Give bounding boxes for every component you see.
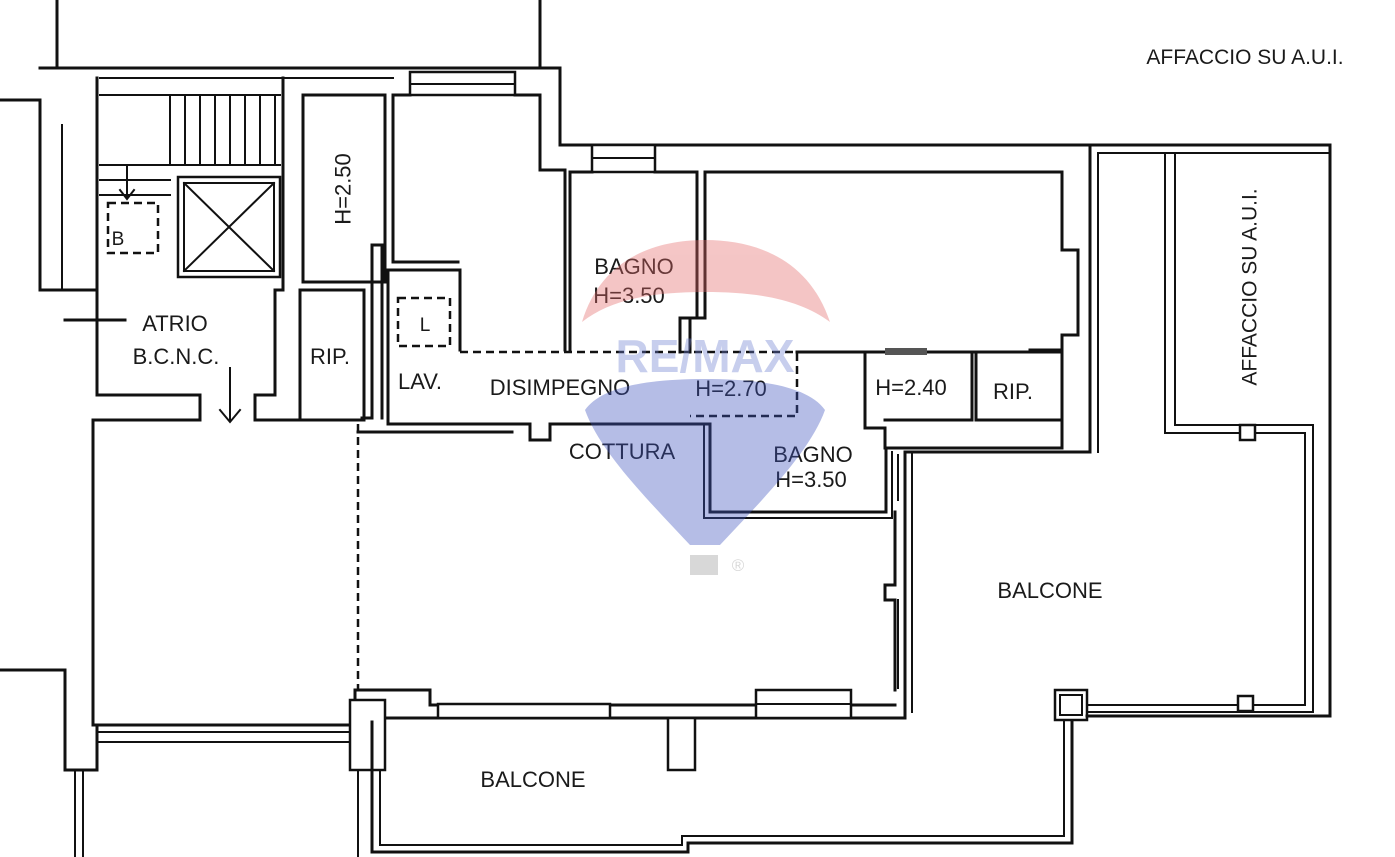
wall-upper-right-left	[688, 170, 707, 354]
label-h250: H=2.50	[331, 153, 356, 225]
pillar-balcony-corner-inner	[1059, 694, 1083, 716]
pillar-balcony-middle	[666, 716, 697, 772]
label-balcone-bottom: BALCONE	[480, 767, 585, 792]
room-bagno-top	[568, 143, 699, 354]
stair-treads-horizontal	[99, 164, 171, 196]
wall-h240-bottom	[883, 350, 974, 422]
label-disimpegno: DISIMPEGNO	[490, 375, 631, 400]
label-balcone-right: BALCONE	[997, 578, 1102, 603]
balcony-bottom	[348, 698, 1074, 857]
wall-outer-top	[38, 66, 1092, 147]
balcony-bottom-inner-rail	[379, 721, 1065, 846]
room-h250	[301, 93, 387, 284]
label-rip-left: RIP.	[310, 344, 350, 369]
wall-bagno-low-inner	[708, 422, 888, 514]
window-living-bottom-left	[436, 702, 612, 720]
label-affaccio-top: AFFACCIO SU A.U.I.	[1146, 46, 1343, 69]
label-lav: LAV.	[398, 369, 442, 394]
label-b-box: B	[112, 229, 125, 250]
wall-apartment-right	[883, 143, 1099, 720]
room-left	[0, 418, 366, 857]
rail-post-upper	[1238, 423, 1257, 442]
stair-arrow	[118, 164, 136, 201]
wall-lav-top	[386, 268, 462, 352]
wall-apartment-right-inner	[884, 348, 1064, 450]
label-cottura: COTTURA	[569, 439, 676, 464]
wall-apartment-right-double	[911, 152, 1099, 713]
room-upper-left	[391, 70, 567, 352]
room-rip-right	[974, 350, 1064, 422]
balloon-bottom-icon	[585, 379, 825, 545]
window-h240	[885, 348, 927, 355]
wall-living-bottom	[356, 688, 897, 707]
label-bagno-top: BAGNO	[594, 254, 673, 279]
balcony-right-outer-frame	[1085, 143, 1332, 718]
stair-block	[63, 76, 285, 424]
label-bcnc: B.C.N.C.	[133, 344, 220, 369]
balloon-top-icon	[582, 240, 830, 322]
wall-left-room-left	[91, 418, 352, 727]
room-living	[356, 424, 907, 720]
wall-rip-right	[974, 350, 1064, 422]
wall-apartment-right-outer	[903, 143, 1092, 720]
room-bagno-low	[703, 422, 893, 519]
wall-outer-left	[0, 98, 99, 292]
label-h270: H=2.70	[695, 376, 767, 401]
remax-watermark: RE/MAX ®	[582, 240, 830, 575]
label-bagno-top-height: H=3.50	[593, 283, 665, 308]
wall-h240-left	[863, 350, 887, 450]
wall-atrio-right	[253, 76, 285, 422]
wall-room-h250	[301, 93, 387, 284]
dashed-box-l	[396, 296, 452, 348]
wall-living-right	[883, 510, 897, 692]
wall-upper-room-left	[391, 93, 460, 264]
balcony-right-rail-a	[1086, 152, 1306, 706]
label-bagno-low: BAGNO	[773, 442, 852, 467]
atrio-exit-arrow	[218, 367, 242, 424]
label-atrio: ATRIO	[142, 311, 208, 336]
wall-rip-left	[298, 288, 366, 420]
label-l-box: L	[420, 315, 431, 336]
watermark-brand: RE/MAX	[616, 330, 795, 382]
corridor-dashed-outline	[460, 350, 799, 418]
wall-corridor-bottom	[386, 422, 712, 442]
wall-upper-right-outer	[703, 170, 1080, 352]
room-upper-right	[688, 170, 1080, 354]
wall-atrio-left	[95, 76, 202, 422]
room-h240	[863, 350, 974, 450]
wall-lav-outer	[360, 243, 384, 420]
pillar-balcony-left	[348, 698, 387, 772]
wall-far-left	[0, 668, 99, 772]
stair-treads-vertical	[184, 94, 276, 166]
room-labels: AFFACCIO SU A.U.I. AFFACCIO SU A.U.I. H=…	[112, 46, 1344, 792]
wall-far-left-bottom	[74, 769, 84, 857]
rail-post-lower	[1236, 694, 1255, 713]
elevator-shaft-inner	[183, 182, 275, 272]
label-bagno-low-height: H=3.50	[775, 467, 847, 492]
room-rip-left	[298, 288, 366, 420]
corridor-disimpegno	[386, 348, 1064, 442]
balloon-basket-icon	[690, 555, 718, 575]
dashed-box-b	[106, 201, 160, 255]
wall-upper-room-right	[538, 93, 567, 352]
room-lav	[360, 243, 462, 426]
balcony-bottom-outer-rail	[370, 718, 1074, 854]
elevator-cross	[182, 181, 276, 273]
label-rip-right: RIP.	[993, 379, 1033, 404]
balcony-right	[1053, 143, 1332, 722]
label-h240: H=2.40	[875, 375, 947, 400]
label-affaccio-side: AFFACCIO SU A.U.I.	[1239, 188, 1262, 385]
watermark-registered: ®	[732, 556, 745, 575]
building-outline	[0, 0, 1092, 292]
wall-bagno-low-outer	[703, 423, 893, 519]
